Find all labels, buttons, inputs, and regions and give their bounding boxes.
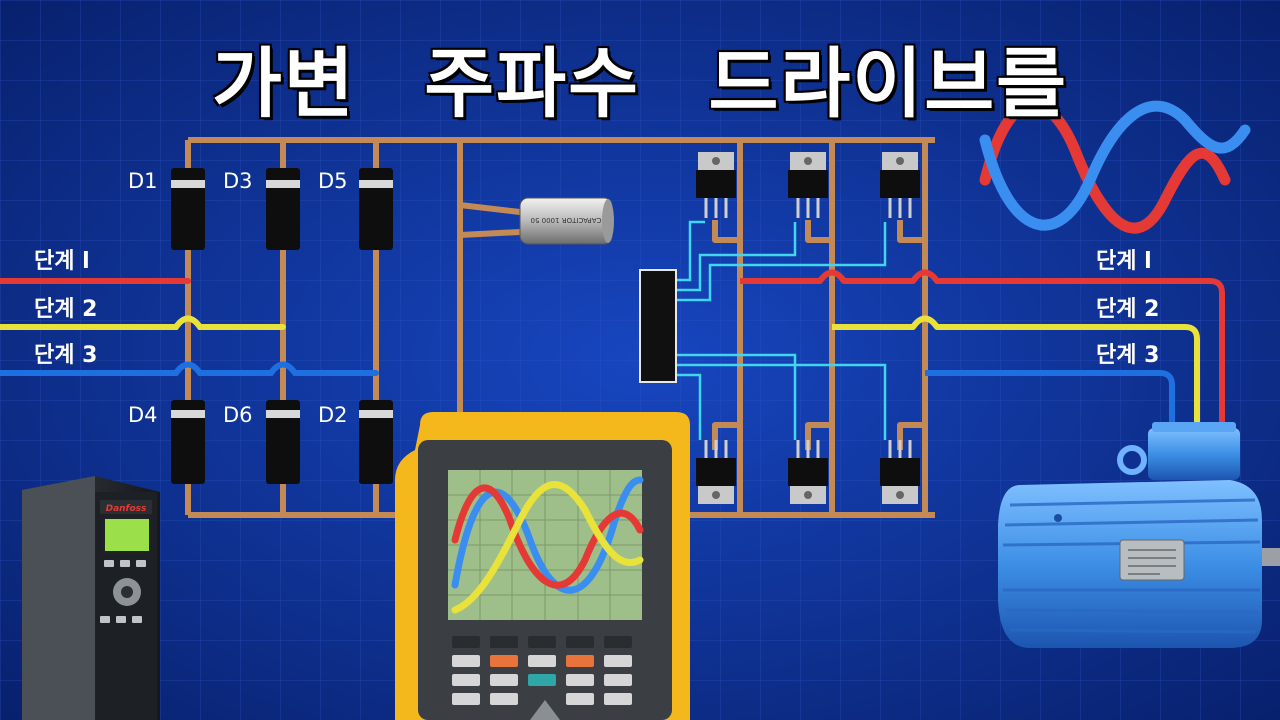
diode-icon [266, 400, 300, 484]
diode-label-d5: D5 [318, 169, 348, 193]
gate-drive-lines [676, 220, 887, 440]
electric-motor-icon [998, 422, 1280, 648]
transistor-icon [696, 440, 736, 504]
transistor-icon [788, 152, 828, 218]
sine-wave-icon [979, 99, 1251, 234]
output-phase-label-1: 단계 l [1096, 249, 1152, 274]
diode-icon [266, 168, 300, 250]
output-phase-label-2: 단계 2 [1096, 297, 1159, 322]
input-phase-label-3: 단계 3 [34, 343, 97, 368]
diode-icon [171, 168, 205, 250]
diode-icon [359, 168, 393, 250]
drive-brand: Danfoss [106, 504, 147, 514]
diode-icon [171, 400, 205, 484]
diode-bridge [171, 168, 393, 484]
page-title: 가변 주파수 드라이브를 [211, 39, 1069, 128]
transistor-icon [696, 152, 736, 218]
transistor-icon [880, 152, 920, 218]
output-phase-lines [740, 269, 1225, 430]
transistor-bottom-row [696, 440, 920, 504]
diode-label-d4: D4 [128, 403, 158, 427]
diode-label-d6: D6 [223, 403, 253, 427]
input-phase-label-1: 단계 l [34, 249, 90, 274]
diode-label-d2: D2 [318, 403, 348, 427]
transistor-icon [788, 440, 828, 504]
diode-label-d3: D3 [223, 169, 253, 193]
capacitor-text: CAPACITOR 1000 50 [531, 216, 602, 224]
gate-driver-chip [639, 269, 677, 383]
vfd-drive-icon: Danfoss [22, 476, 160, 720]
input-phase-lines [0, 278, 379, 376]
diode-label-d1: D1 [128, 169, 158, 193]
diode-icon [359, 400, 393, 484]
transistor-top-row [696, 152, 920, 218]
capacitor-icon: CAPACITOR 1000 50 [519, 197, 614, 245]
output-phase-label-3: 단계 3 [1096, 343, 1159, 368]
transistor-icon [880, 440, 920, 504]
oscilloscope-icon [395, 412, 690, 720]
input-phase-label-2: 단계 2 [34, 297, 97, 322]
